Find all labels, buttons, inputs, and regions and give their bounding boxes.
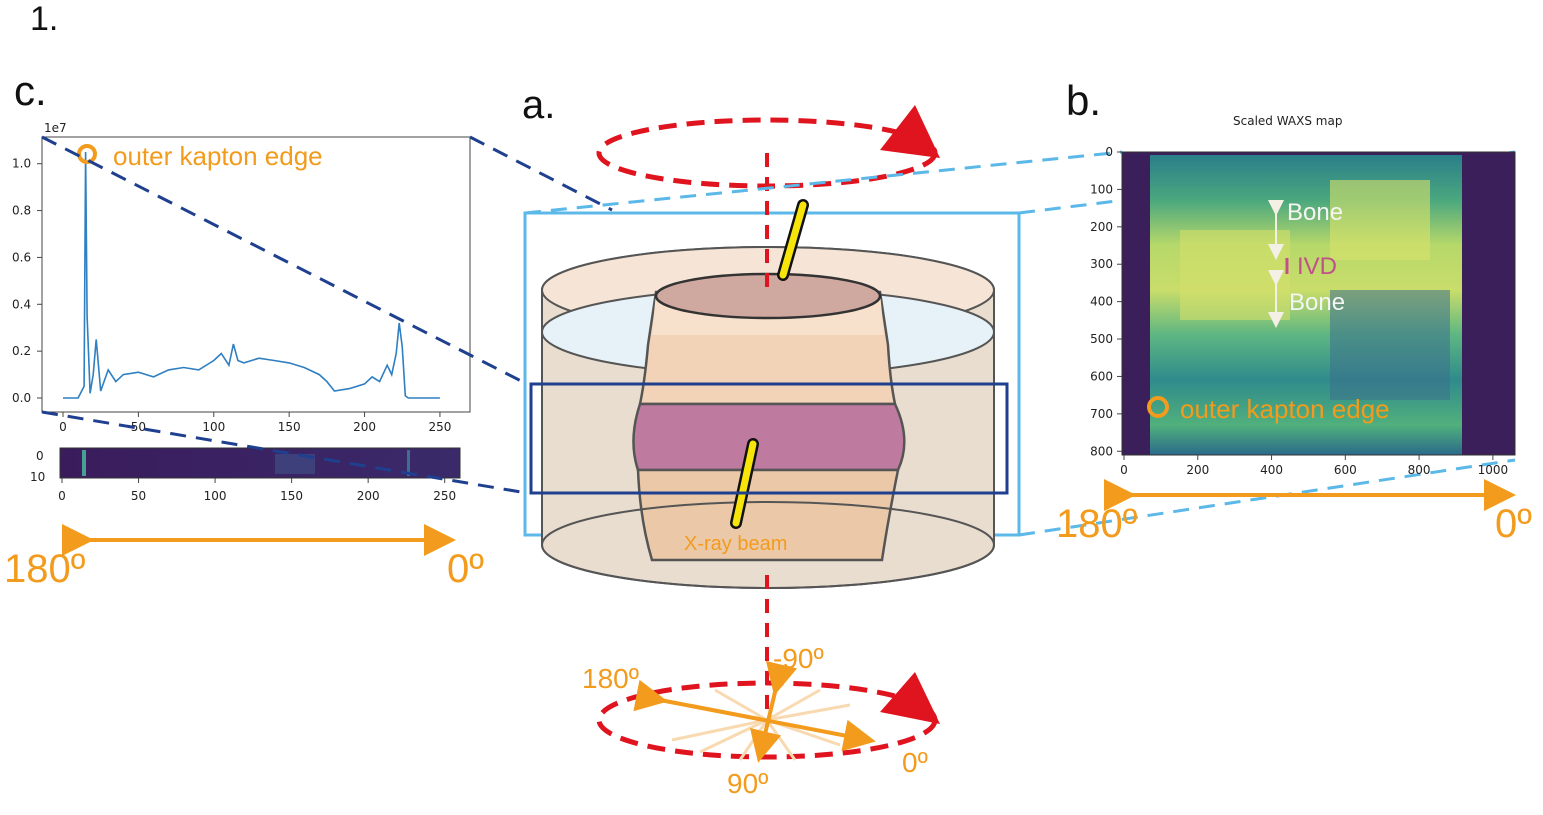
strip-ytick-0: 0 — [36, 449, 44, 463]
waxs-y-tick-label: 800 — [1090, 444, 1113, 458]
waxs-y-tick-label: 200 — [1090, 220, 1113, 234]
strip-x-tick-label: 250 — [433, 489, 456, 503]
x-tick-label: 150 — [278, 420, 301, 434]
y-tick-label: 0.0 — [12, 391, 31, 405]
angle-180: 180º — [582, 663, 639, 694]
x-tick-label: 250 — [428, 420, 451, 434]
waxs-right-edge — [1462, 155, 1515, 455]
xray-beam-top-fill — [779, 201, 807, 279]
plot-zoom-box — [529, 382, 1009, 495]
line-plot-frame — [41, 136, 471, 413]
figure-number: 1. — [30, 0, 58, 38]
rotation-arrowhead-bottom — [880, 672, 940, 724]
angle-left-b: 180º — [1056, 502, 1138, 546]
panel-a: X-ray beam -90º 180º 90º 0º — [523, 105, 1021, 799]
angle-right-c: 0º — [447, 547, 484, 591]
x-tick-label: 100 — [202, 420, 225, 434]
bone-bottom-label: Bone — [1289, 289, 1345, 316]
waxs-y-tick-label: 400 — [1090, 295, 1113, 309]
x-tick-label: 200 — [353, 420, 376, 434]
panel-label-b: b. — [1066, 77, 1101, 124]
y-tick-label: 1.0 — [12, 157, 31, 171]
strip-x-tick-label: 0 — [58, 489, 66, 503]
waxs-y-ticks: 0 100 200 300 400 500 600 700 800 — [1090, 145, 1122, 458]
ivd-disc — [632, 402, 906, 472]
y-tick-label: 0.4 — [12, 297, 31, 311]
waxs-x-tick-label: 600 — [1334, 463, 1357, 477]
y-tick-label: 0.6 — [12, 250, 31, 264]
angle-right-b: 0º — [1495, 502, 1532, 546]
xray-beam-mid-fill — [732, 440, 757, 527]
waxs-x-tick-label: 400 — [1260, 463, 1283, 477]
waxs-x-ticks: 0 200 400 600 800 1000 — [1120, 455, 1508, 477]
panel-b: Scaled WAXS map 0 100 200 300 400 500 600 700 80… — [1056, 114, 1532, 546]
bone-top-label: Bone — [1287, 199, 1343, 226]
kapton-label-c: outer kapton edge — [113, 141, 323, 171]
kapton-marker-c — [77, 144, 97, 164]
strip-bright-line-2 — [407, 450, 410, 476]
waxs-bright-region-1 — [1180, 230, 1290, 320]
line-plot-y-ticks: 0.0 0.2 0.4 0.6 0.8 1.0 — [12, 157, 42, 405]
x-tick-label: 50 — [131, 420, 146, 434]
strip-glow — [275, 454, 315, 474]
xray-beam-label: X-ray beam — [684, 533, 787, 555]
waxs-x-tick-label: 200 — [1186, 463, 1209, 477]
angle-90: 90º — [727, 768, 768, 799]
panel-label-a: a. — [522, 83, 555, 127]
intensity-line — [63, 151, 440, 399]
plot-scale-exponent: 1e7 — [44, 121, 67, 135]
strip-ytick-10: 10 — [30, 470, 45, 484]
waxs-y-tick-label: 600 — [1090, 369, 1113, 383]
panel-label-c: c. — [14, 67, 47, 114]
angle-0: 0º — [902, 747, 928, 778]
strip-bright-line — [82, 450, 86, 476]
angle-minus90: -90º — [773, 643, 824, 674]
waxs-x-tick-label: 800 — [1408, 463, 1431, 477]
waxs-x-tick-label: 1000 — [1478, 463, 1509, 477]
strip-x-tick-label: 200 — [357, 489, 380, 503]
kapton-label-b: outer kapton edge — [1180, 394, 1390, 424]
strip-x-tick-label: 150 — [280, 489, 303, 503]
waxs-bright-region-2 — [1330, 180, 1430, 260]
y-tick-label: 0.8 — [12, 204, 31, 218]
strip-x-tick-label: 50 — [131, 489, 146, 503]
waxs-y-tick-label: 700 — [1090, 407, 1113, 421]
waxs-y-tick-label: 300 — [1090, 257, 1113, 271]
strip-x-ticks: 0 50 100 150 200 250 — [58, 478, 456, 503]
line-plot-x-ticks: 0 50 100 150 200 250 — [59, 412, 451, 434]
waxs-dark-region — [1330, 290, 1450, 400]
container-fluid-bottom — [541, 501, 995, 546]
ivd-label: IVD — [1297, 253, 1337, 280]
strip-x-tick-label: 100 — [204, 489, 227, 503]
x-tick-label: 0 — [59, 420, 67, 434]
waxs-y-tick-label: 0 — [1105, 145, 1113, 159]
angle-left-c: 180º — [4, 547, 86, 591]
waxs-map-frame — [1121, 151, 1516, 456]
zoom-connectors-c — [41, 135, 613, 495]
y-tick-label: 0.2 — [12, 344, 31, 358]
kapton-marker-b — [1147, 396, 1169, 418]
heatmap-strip — [59, 447, 461, 479]
angle-arrow-90 — [750, 660, 798, 763]
rotation-arrowhead-top — [880, 105, 940, 158]
waxs-y-tick-label: 500 — [1090, 332, 1113, 346]
waxs-map-title: Scaled WAXS map — [1233, 114, 1342, 128]
waxs-x-tick-label: 0 — [1120, 463, 1128, 477]
waxs-y-tick-label: 100 — [1090, 182, 1113, 196]
